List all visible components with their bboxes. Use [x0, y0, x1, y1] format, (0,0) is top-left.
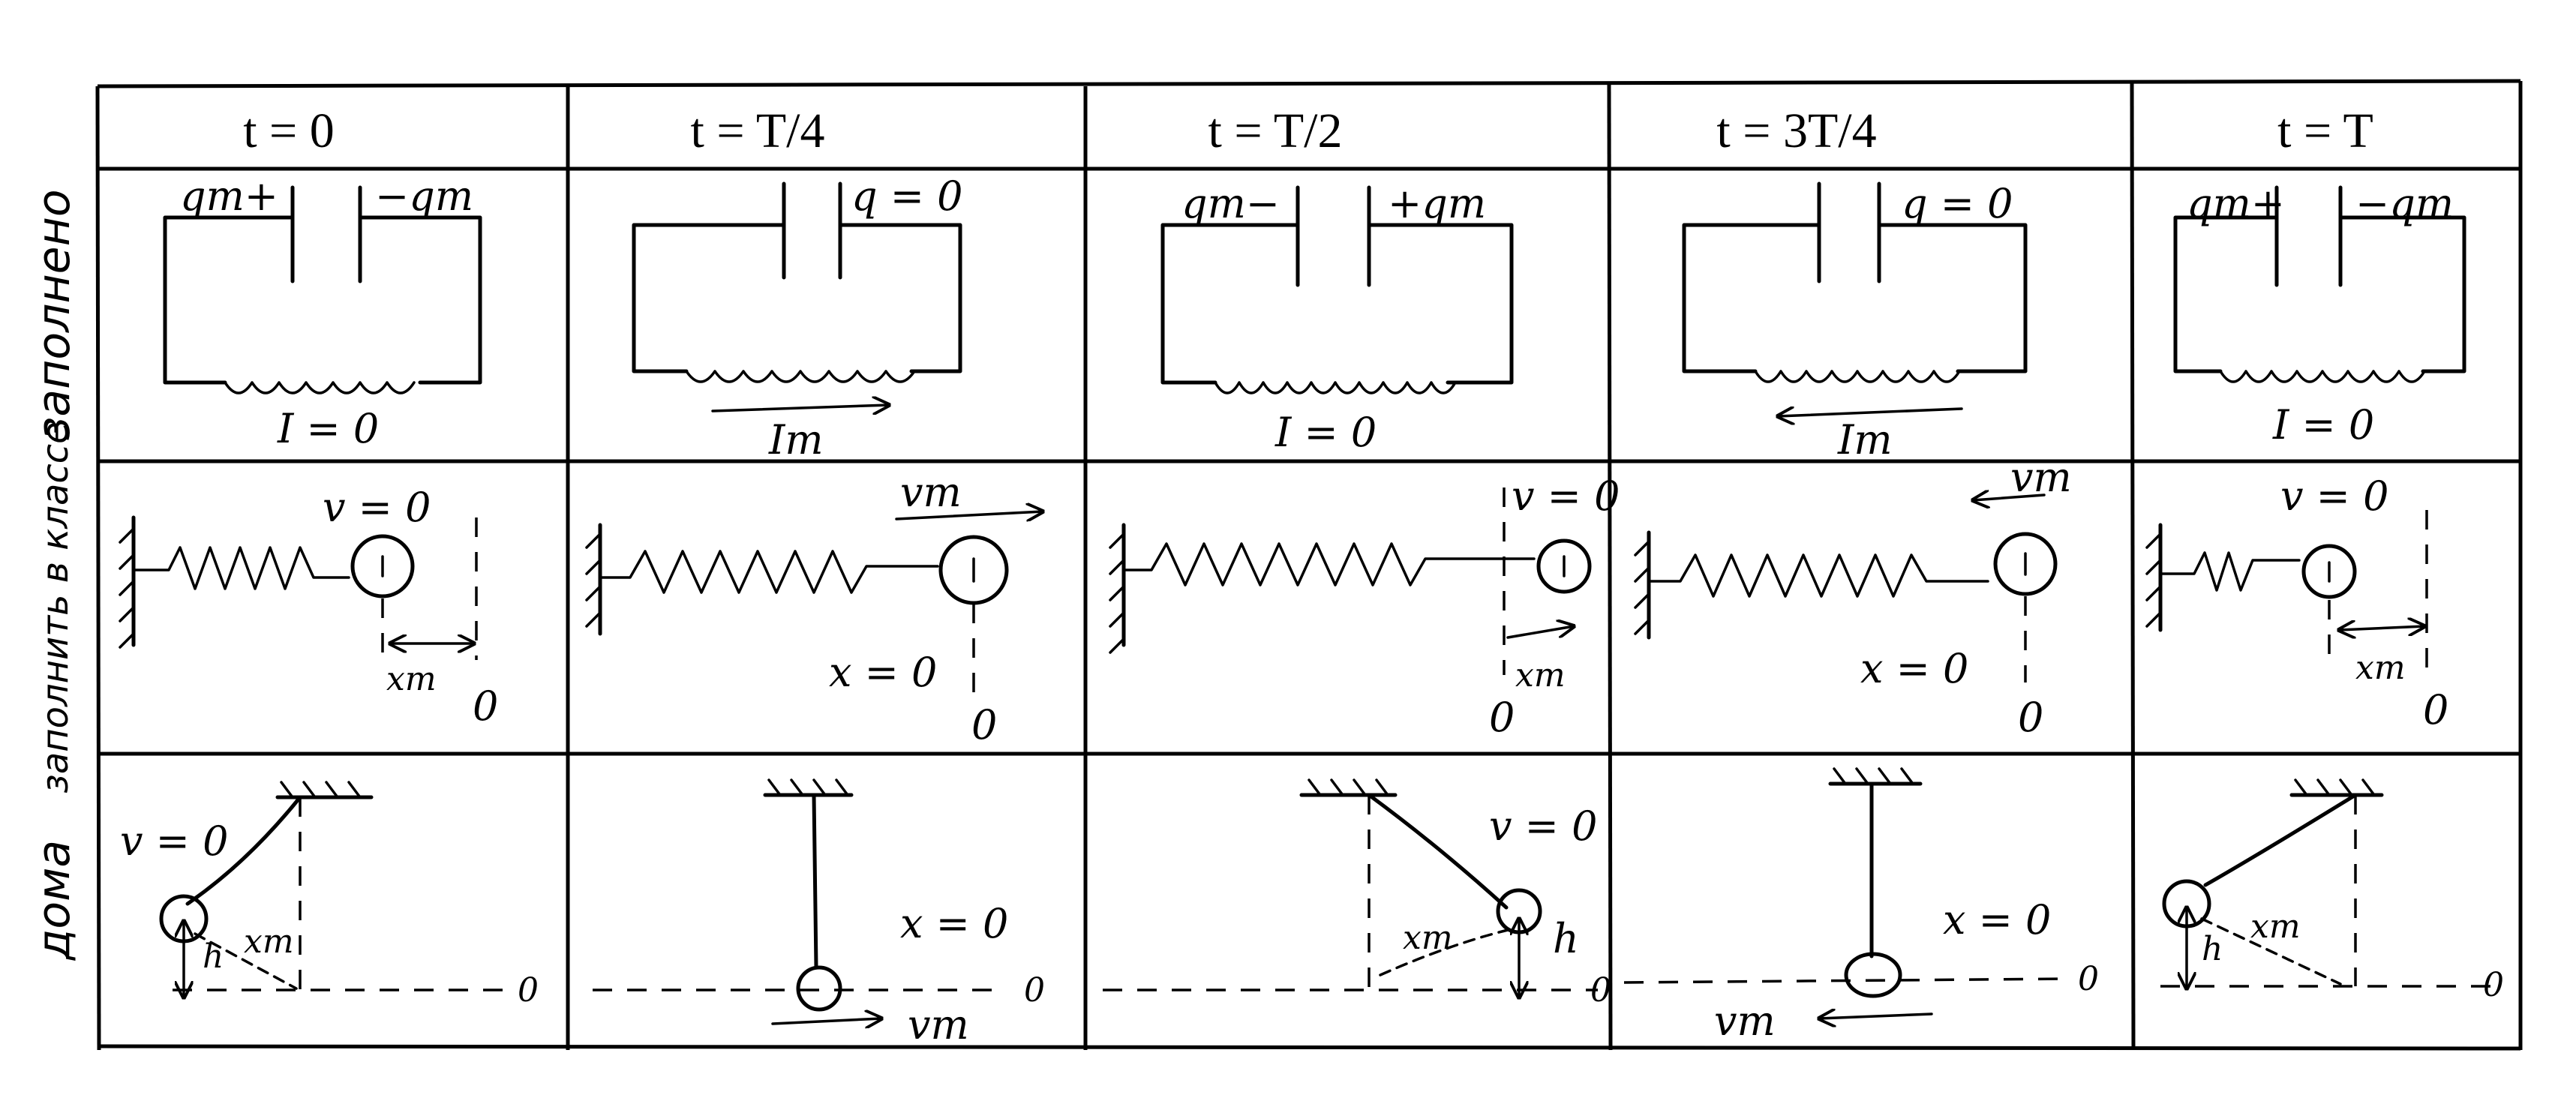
- spring-t-quarter-origin: 0: [971, 701, 997, 748]
- lc-t-full-left-charge: qm+: [2187, 180, 2285, 227]
- spring-t-quarter-velocity: vm: [900, 469, 962, 516]
- row-labels: заполнено заполнить в классе дома: [28, 189, 80, 961]
- pendulum-t-quarter: vm x = 0 0: [593, 778, 1045, 1048]
- spring-t-full-origin: 0: [2423, 686, 2448, 734]
- header-t0: t = 0: [243, 104, 335, 158]
- row-label-filled: заполнено: [28, 189, 80, 440]
- spring-t-full-velocity: v = 0: [2280, 472, 2388, 520]
- lc-circuit-t-half: qm− +qm I = 0: [1160, 180, 1514, 456]
- spring-t-quarter-position: x = 0: [829, 649, 937, 696]
- pendulum-t-three-quarter: vm x = 0 0: [1623, 767, 2099, 1045]
- spring-t-half-mass: [1536, 538, 1592, 594]
- pendulum-t0-height: h: [203, 938, 224, 976]
- spring-t-three-quarter-velocity: vm: [2010, 454, 2072, 501]
- spring-t-three-quarter-origin: 0: [2018, 694, 2043, 741]
- spring-t-full-amplitude: xm: [2355, 649, 2406, 687]
- pendulum-t-three-quarter-origin: 0: [2078, 960, 2099, 998]
- pendulum-t-quarter-position: x = 0: [900, 900, 1008, 947]
- column-headers: t = 0 t = T/4 t = T/2 t = 3T/4 t = T: [243, 104, 2373, 158]
- spring-t-full: v = 0 xm 0: [2145, 472, 2448, 734]
- spring-t0-velocity: v = 0: [323, 484, 431, 531]
- pendulum-t0: v = 0 h xm 0: [120, 781, 539, 1010]
- spring-t0-mass: [350, 534, 415, 598]
- lc-t-three-quarter-current: Im: [1837, 416, 1893, 464]
- lc-circuit-row: qm+ −qm I = 0 q = 0 Im qm− +qm I = 0 q =…: [163, 172, 2466, 464]
- row-label-in-class: заполнить в классе: [35, 422, 77, 793]
- pendulum-t-three-quarter-bob: [1844, 952, 1902, 998]
- lc-t-half-left-charge: qm−: [1181, 180, 1280, 227]
- lc-t-half-current: I = 0: [1274, 409, 1377, 456]
- header-t-three-quarter: t = 3T/4: [1716, 104, 1876, 158]
- table-grid: [95, 79, 2523, 1051]
- pendulum-t0-velocity: v = 0: [120, 818, 228, 865]
- pendulum-t-three-quarter-velocity: vm: [1714, 998, 1776, 1045]
- spring-t-full-mass: [2301, 544, 2357, 599]
- pendulum-t-full-origin: 0: [2483, 966, 2504, 1004]
- lc-circuit-t0: qm+ −qm I = 0: [163, 172, 482, 452]
- row-label-home: дома: [28, 840, 80, 961]
- spring-t-three-quarter-position: x = 0: [1860, 645, 1968, 692]
- header-t-full: t = T: [2277, 104, 2373, 158]
- spring-t-three-quarter: vm x = 0 0: [1634, 454, 2072, 741]
- lc-t-full-current: I = 0: [2272, 401, 2374, 448]
- lc-t-quarter-current-arrow: [711, 405, 889, 411]
- lc-circuit-t-three-quarter: q = 0 Im: [1682, 180, 2028, 464]
- pendulum-t-full-amplitude: xm: [2250, 908, 2301, 946]
- spring-t-quarter: vm x = 0 0: [585, 469, 1043, 748]
- lc-t-three-quarter-charge: q = 0: [1902, 180, 2013, 227]
- pendulum-t-quarter-origin: 0: [1024, 971, 1045, 1010]
- spring-t-half-amplitude: xm: [1515, 656, 1566, 694]
- lc-t0-current: I = 0: [277, 405, 379, 452]
- spring-t-half: v = 0 xm 0: [1109, 472, 1620, 741]
- spring-row: v = 0 xm 0 vm x = 0 0 v = 0 xm: [119, 454, 2448, 748]
- header-t-half: t = T/2: [1208, 104, 1342, 158]
- pendulum-t-quarter-bob: [796, 965, 842, 1012]
- lc-t-quarter-charge: q = 0: [851, 172, 963, 220]
- pendulum-t-full: h xm 0: [2160, 778, 2504, 1004]
- lc-t-half-right-charge: +qm: [1388, 180, 1486, 227]
- lc-t-full-right-charge: −qm: [2355, 180, 2454, 227]
- spring-t-three-quarter-mass: [1993, 532, 2058, 596]
- pendulum-row: v = 0 h xm 0 vm x = 0 0 v = 0: [120, 767, 2504, 1048]
- lc-t0-left-charge: qm+: [180, 172, 278, 220]
- spring-t-quarter-mass: [938, 535, 1009, 605]
- pendulum-t-half-origin: 0: [1590, 971, 1611, 1010]
- pendulum-t-half-height: h: [1553, 915, 1579, 962]
- lc-circuit-t-quarter: q = 0 Im: [632, 172, 963, 464]
- spring-t-half-origin: 0: [1489, 694, 1515, 741]
- lc-t-three-quarter-current-arrow: [1778, 409, 1963, 416]
- header-t-quarter: t = T/4: [690, 104, 824, 158]
- pendulum-t-quarter-velocity: vm: [908, 1001, 969, 1048]
- pendulum-t-half-velocity: v = 0: [1489, 802, 1597, 850]
- pendulum-t0-origin: 0: [518, 971, 539, 1010]
- spring-t0: v = 0 xm 0: [119, 484, 498, 730]
- spring-t0-amplitude: xm: [386, 660, 437, 698]
- pendulum-t0-amplitude: xm: [244, 922, 294, 961]
- spring-t0-origin: 0: [473, 682, 498, 730]
- pendulum-t-half: v = 0 xm h 0: [1103, 778, 1611, 1010]
- lc-circuit-t-full: qm+ −qm I = 0: [2173, 180, 2466, 448]
- pendulum-t-half-amplitude: xm: [1403, 919, 1453, 957]
- lc-t0-right-charge: −qm: [375, 172, 473, 220]
- lc-t-quarter-current: Im: [768, 416, 824, 464]
- spring-t-half-velocity: v = 0: [1512, 472, 1620, 520]
- pendulum-t-full-height: h: [2202, 930, 2223, 968]
- pendulum-t-three-quarter-position: x = 0: [1943, 896, 2051, 944]
